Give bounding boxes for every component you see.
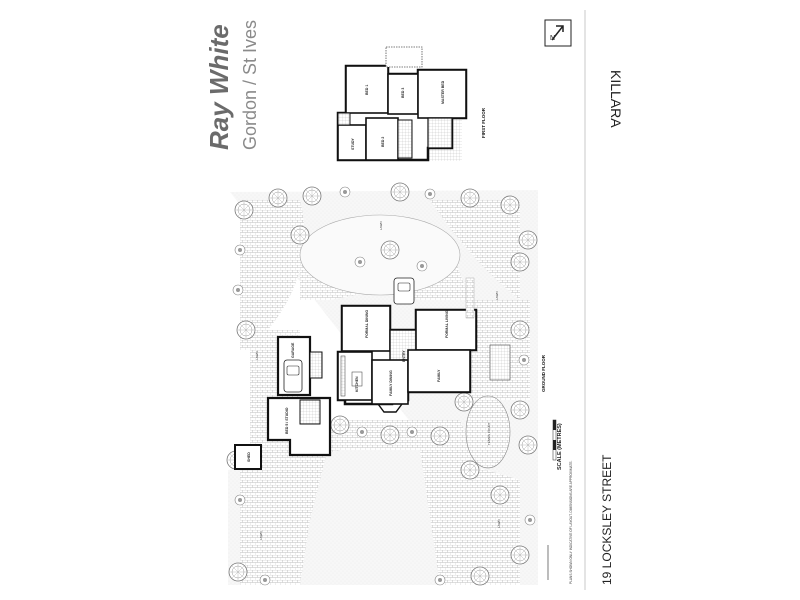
label-family: FAMILY xyxy=(437,369,441,382)
ensuite xyxy=(427,117,453,149)
brand-block: Ray White Gordon / St Ives xyxy=(204,20,260,150)
garage: GARAGE xyxy=(276,335,323,397)
label-formal-living: FORMAL LIVING xyxy=(445,310,449,338)
first-floor-plan: BED 1 BED 3 MASTER BED STUDY BED 2 FIRST… xyxy=(336,46,486,162)
tennis-label: TENNIS COURT xyxy=(487,422,491,445)
bathroom xyxy=(337,112,351,126)
lawn-label-4: LAWN xyxy=(259,531,263,540)
lawn-label-5: LAWN xyxy=(497,519,501,528)
label-master: MASTER BED xyxy=(441,80,445,104)
studio: BED 5 / STUDIO xyxy=(266,396,332,457)
lawn-label-2: LAWN xyxy=(255,351,259,360)
ground-floor-title: GROUND FLOOR xyxy=(541,354,546,392)
brand-logo: N xyxy=(544,19,572,47)
room-family-dining xyxy=(371,359,409,405)
disclaimer-text: PLANS SHOWN ONLY INDICATIVE OF LAYOUT. D… xyxy=(569,461,573,584)
suburb-label: KILLARA xyxy=(608,70,624,128)
room-bed1 xyxy=(345,65,389,114)
paving xyxy=(240,200,305,350)
tennis-area xyxy=(465,395,511,469)
stair xyxy=(397,119,413,159)
label-entry: ENTRY xyxy=(402,350,406,362)
label-shed: SHED xyxy=(247,452,251,462)
label-garage: GARAGE xyxy=(291,342,295,358)
label-study: STUDY xyxy=(351,137,355,150)
label-bed3: BED 3 xyxy=(401,88,405,98)
room-bed3 xyxy=(387,73,419,115)
room-bed2 xyxy=(365,117,399,161)
label-bed2: BED 2 xyxy=(381,137,385,147)
room-study xyxy=(337,124,367,161)
lawn-label-1: LAWN xyxy=(379,221,383,230)
shed: SHED xyxy=(234,444,262,470)
first-floor-title: FIRST FLOOR xyxy=(481,107,486,138)
label-bed1: BED 1 xyxy=(365,85,369,95)
room-family xyxy=(407,349,471,393)
scale-label: SCALE (METRES) xyxy=(557,423,563,470)
brand-office: Gordon / St Ives xyxy=(240,20,260,150)
label-kitchen: KITCHEN xyxy=(355,376,359,392)
lawn-label-3: LAWN xyxy=(495,291,499,300)
room-formal-dining xyxy=(341,305,391,352)
lawn-oval xyxy=(299,214,461,296)
site-plan: LAWN LAWN LAWN LAWN LAWN TENNIS COURT xyxy=(226,182,546,586)
svg-text:N: N xyxy=(550,35,555,42)
label-bed5: BED 5 / STUDIO xyxy=(285,407,289,434)
brand-title: Ray White xyxy=(204,24,234,150)
scale-bar xyxy=(552,419,557,461)
address-label: 19 LOCKSLEY STREET xyxy=(600,454,614,585)
house-ground-floor: FORMAL DINING ENTRY FORMAL LIVING KITCHE… xyxy=(336,304,478,413)
label-family-dining: FAMILY DINING xyxy=(389,370,393,396)
room-master xyxy=(417,69,467,119)
balcony xyxy=(385,46,423,68)
label-formal-dining: FORMAL DINING xyxy=(365,310,369,338)
